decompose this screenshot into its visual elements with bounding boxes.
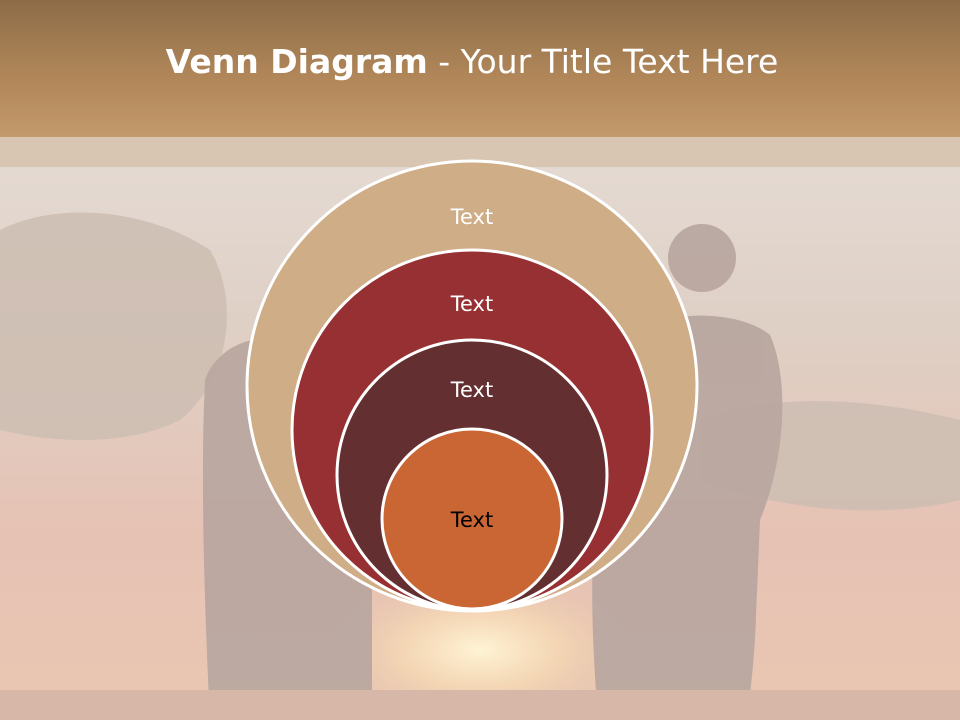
sun-glow — [320, 570, 640, 720]
title-bar — [0, 0, 960, 137]
venn-ring-second-label: Text — [450, 292, 493, 316]
venn-ring-third-label: Text — [450, 378, 493, 402]
venn-ring-inner-label: Text — [450, 508, 493, 532]
grass-strip — [0, 690, 960, 720]
title-bold: Venn Diagram — [165, 42, 428, 81]
slide-title: Venn Diagram - Your Title Text Here — [0, 40, 944, 84]
title-rest: - Your Title Text Here — [427, 42, 779, 81]
venn-ring-outer-label: Text — [450, 205, 493, 229]
venn-ring-inner[interactable] — [380, 427, 564, 611]
